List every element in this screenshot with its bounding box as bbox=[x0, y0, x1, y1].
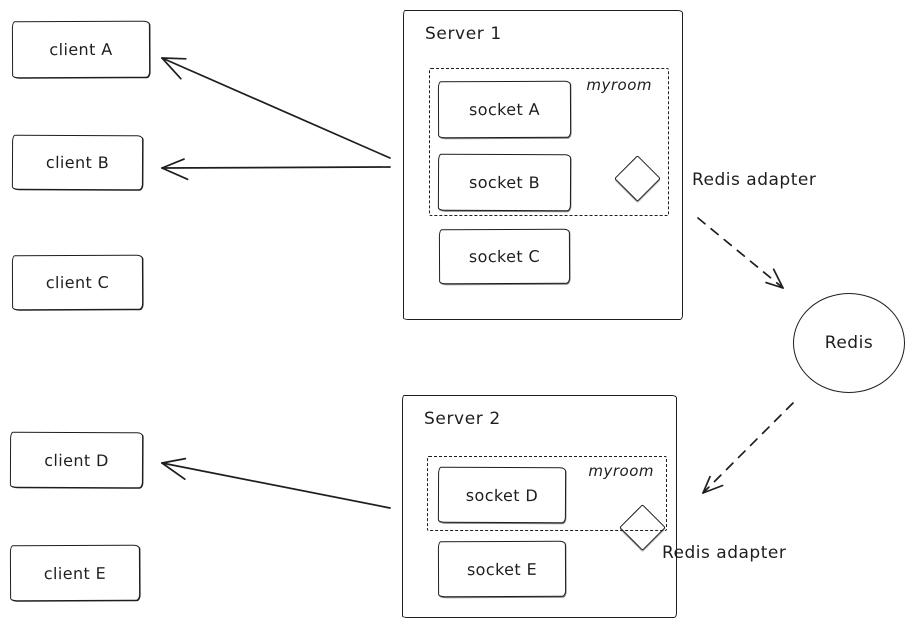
client-d-label: client D bbox=[44, 450, 109, 470]
socket-e-box: socket E bbox=[437, 540, 567, 598]
socket-a-label: socket A bbox=[468, 99, 541, 120]
server1-title: Server 1 bbox=[425, 24, 502, 44]
server2-title: Server 2 bbox=[424, 409, 501, 429]
server1-room-box: myroom bbox=[429, 68, 669, 216]
client-b-box: client B bbox=[11, 134, 144, 191]
arrow-server2-to-client-d bbox=[161, 457, 391, 509]
socket-a-box: socket A bbox=[437, 80, 572, 139]
socket-c-label: socket C bbox=[468, 246, 541, 267]
client-b-label: client B bbox=[45, 152, 110, 173]
client-a-label: client A bbox=[49, 39, 113, 60]
socket-d-box: socket D bbox=[437, 466, 567, 524]
redis-adapter-label-1: Redis adapter bbox=[692, 170, 817, 190]
client-a-box: client A bbox=[11, 20, 151, 79]
client-e-box: client E bbox=[9, 544, 141, 602]
arrow-server1-to-client-b bbox=[161, 158, 391, 181]
socket-c-box: socket C bbox=[438, 228, 571, 285]
server2-room-box: myroom bbox=[427, 456, 667, 531]
redis-node: Redis bbox=[793, 293, 905, 393]
server1-room-label: myroom bbox=[586, 76, 652, 94]
redis-adapter-label-2: Redis adapter bbox=[662, 543, 787, 563]
redis-label: Redis bbox=[824, 333, 874, 353]
arrow-server1-to-client-a bbox=[161, 57, 391, 159]
server2-box: Server 2 myroom socket D socket E bbox=[402, 395, 677, 618]
server1-box: Server 1 myroom socket A socket B socket… bbox=[403, 10, 683, 320]
client-d-box: client D bbox=[9, 431, 144, 489]
socket-d-label: socket D bbox=[465, 485, 539, 505]
socket-b-box: socket B bbox=[437, 153, 572, 212]
arrow-server1-to-redis bbox=[697, 217, 784, 289]
socket-e-label: socket E bbox=[466, 559, 538, 579]
client-c-box: client C bbox=[11, 254, 144, 311]
socket-b-label: socket B bbox=[468, 172, 541, 193]
client-e-label: client E bbox=[43, 563, 107, 583]
arrow-redis-to-server2 bbox=[702, 402, 794, 494]
client-c-label: client C bbox=[45, 272, 110, 293]
server2-room-label: myroom bbox=[588, 462, 654, 480]
